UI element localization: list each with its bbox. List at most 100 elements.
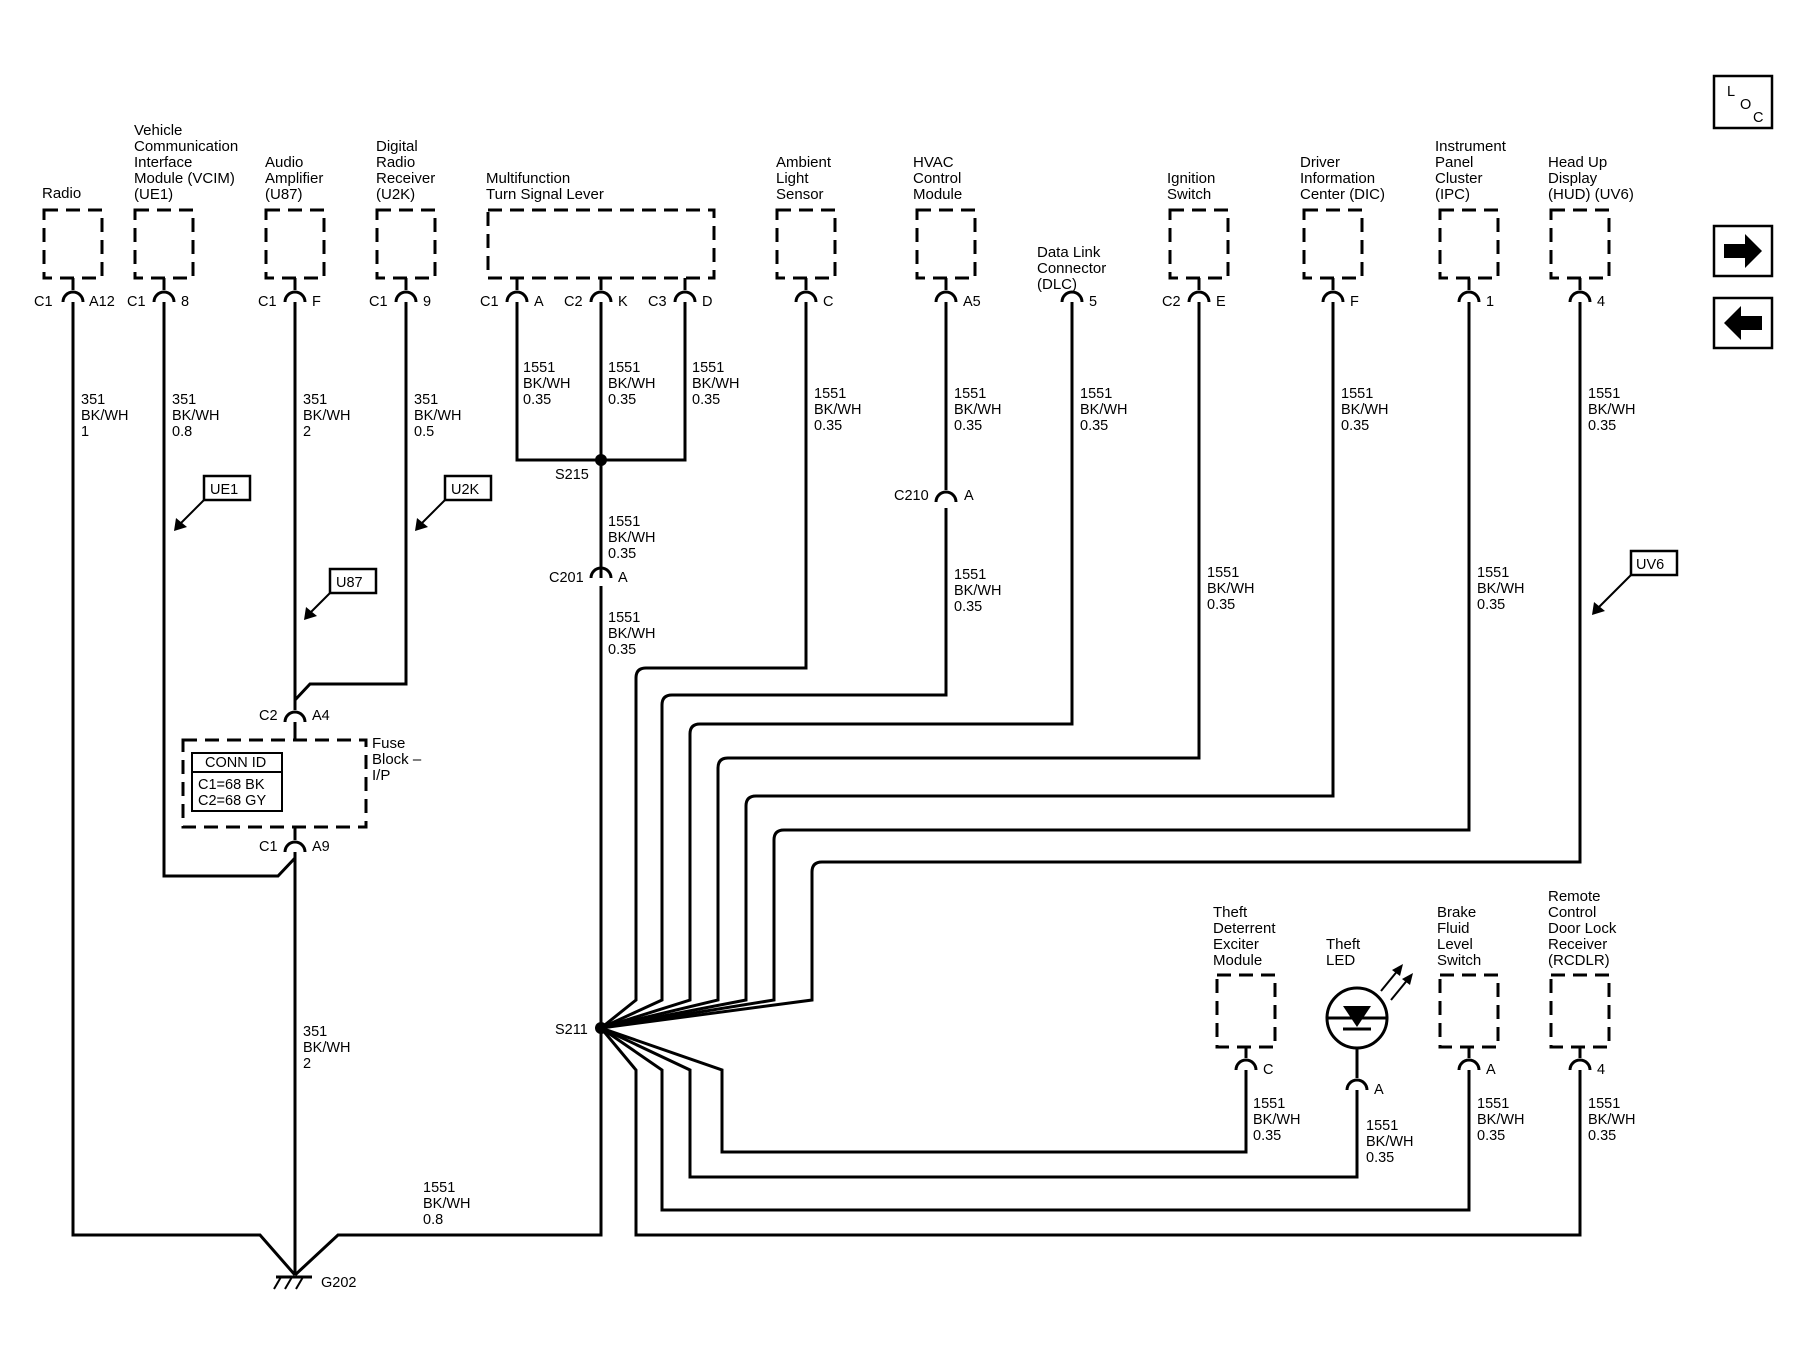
svg-text:C: C [1263, 1062, 1273, 1078]
connector-mtsl-c2: C2 K [564, 278, 628, 310]
component-hvac-control-module [915, 208, 977, 280]
label-theft-led: Theft LED [1326, 936, 1361, 969]
svg-text:C2: C2 [1162, 294, 1181, 310]
label-digital-radio-receiver: Digital Radio Receiver (U2K) [376, 138, 435, 203]
svg-text:C1: C1 [127, 294, 146, 310]
svg-text:LED: LED [1326, 952, 1355, 969]
svg-text:F: F [312, 294, 321, 310]
svg-text:Cluster: Cluster [1435, 170, 1483, 187]
label-driver-information-center: Driver Information Center (DIC) [1300, 154, 1385, 203]
wire-hvac-lower [600, 520, 948, 1030]
svg-text:0.8: 0.8 [172, 424, 192, 440]
svg-text:0.35: 0.35 [814, 418, 842, 434]
connector-c210: C210 A [894, 488, 974, 520]
component-fuse-block [181, 738, 368, 829]
component-vcim [133, 208, 195, 280]
svg-text:BK/WH: BK/WH [303, 1040, 351, 1056]
component-remote-control-door-lock-receiver [1549, 973, 1611, 1049]
svg-text:0.35: 0.35 [1588, 418, 1616, 434]
svg-text:1551: 1551 [814, 386, 846, 402]
svg-text:BK/WH: BK/WH [414, 408, 462, 424]
svg-text:Module (VCIM): Module (VCIM) [134, 170, 235, 187]
svg-text:Head Up: Head Up [1548, 154, 1607, 171]
svg-text:1551: 1551 [1477, 565, 1509, 581]
svg-text:0.8: 0.8 [423, 1212, 443, 1228]
loc-button[interactable]: L O C [1712, 74, 1774, 130]
svg-text:BK/WH: BK/WH [172, 408, 220, 424]
wire-label-s215-c201: 1551 BK/WH 0.35 [608, 514, 656, 562]
svg-text:1551: 1551 [692, 360, 724, 376]
svg-text:351: 351 [414, 392, 438, 408]
component-radio [42, 208, 104, 280]
label-fuse-block: Fuse Block – I/P [372, 735, 422, 784]
svg-text:BK/WH: BK/WH [1341, 402, 1389, 418]
label-brake-fluid-level-switch: Brake Fluid Level Switch [1437, 904, 1481, 969]
wire-ignition-switch [600, 302, 1201, 1030]
svg-text:C1=68 BK: C1=68 BK [198, 777, 265, 793]
svg-text:8: 8 [181, 294, 189, 310]
wire-label-digital-radio-receiver: 351 BK/WH 0.5 [414, 392, 462, 440]
svg-text:Panel: Panel [1435, 154, 1473, 171]
label-vcim: Vehicle Communication Interface Module (… [134, 122, 238, 203]
next-page-button[interactable] [1712, 224, 1774, 278]
svg-text:Display: Display [1548, 170, 1598, 187]
svg-text:(UE1): (UE1) [134, 186, 173, 203]
wire-label-ground-main: 351 BK/WH 2 [303, 1024, 351, 1072]
svg-text:BK/WH: BK/WH [1366, 1134, 1414, 1150]
svg-text:Center (DIC): Center (DIC) [1300, 186, 1385, 203]
svg-text:2: 2 [303, 1056, 311, 1072]
wire-digital-radio-receiver [293, 302, 408, 702]
wire-label-radio: 351 BK/WH 1 [81, 392, 129, 440]
svg-text:Level: Level [1437, 936, 1473, 953]
svg-text:(DLC): (DLC) [1037, 276, 1077, 293]
wire-label-ignition-switch: 1551 BK/WH 0.35 [1207, 565, 1255, 613]
wire-brake-fluid-level-switch [600, 1026, 1471, 1212]
svg-text:1551: 1551 [1253, 1096, 1285, 1112]
svg-text:C2: C2 [259, 708, 278, 724]
svg-text:BK/WH: BK/WH [608, 626, 656, 642]
svg-text:4: 4 [1597, 1062, 1605, 1078]
svg-text:Ignition: Ignition [1167, 170, 1215, 187]
connector-dlc: 5 [1060, 290, 1097, 310]
svg-text:D: D [702, 294, 712, 310]
svg-text:Module: Module [1213, 952, 1262, 969]
previous-page-button[interactable] [1712, 296, 1774, 350]
option-callout-uv6: UV6 [1592, 549, 1679, 615]
svg-text:Light: Light [776, 170, 809, 187]
label-ambient-light-sensor: Ambient Light Sensor [776, 154, 832, 203]
label-multifunction-turn-signal-lever: Multifunction Turn Signal Lever [486, 170, 604, 203]
wire-hud [600, 302, 1582, 1030]
svg-text:1551: 1551 [608, 514, 640, 530]
svg-text:G202: G202 [321, 1275, 356, 1291]
component-digital-radio-receiver [375, 208, 437, 280]
svg-text:E: E [1216, 294, 1226, 310]
component-ignition-switch [1168, 208, 1230, 280]
connector-ambient-light-sensor: C [794, 278, 833, 310]
svg-text:C3: C3 [648, 294, 667, 310]
component-brake-fluid-level-switch [1438, 973, 1500, 1049]
ground-symbol-g202: G202 [273, 1275, 356, 1291]
svg-text:0.35: 0.35 [608, 546, 636, 562]
svg-text:UV6: UV6 [1636, 557, 1664, 573]
connector-radio: C1 A12 [34, 278, 115, 310]
svg-text:BK/WH: BK/WH [608, 376, 656, 392]
svg-text:BK/WH: BK/WH [1080, 402, 1128, 418]
svg-text:C1: C1 [258, 294, 277, 310]
svg-text:Receiver: Receiver [1548, 936, 1607, 953]
svg-text:C2: C2 [564, 294, 583, 310]
svg-text:C201: C201 [549, 570, 584, 586]
svg-text:0.35: 0.35 [954, 418, 982, 434]
wire-dlc [600, 302, 1074, 1030]
component-instrument-panel-cluster [1438, 208, 1500, 280]
label-theft-deterrent-exciter-module: Theft Deterrent Exciter Module [1213, 904, 1276, 969]
svg-text:0.35: 0.35 [1080, 418, 1108, 434]
svg-text:351: 351 [172, 392, 196, 408]
svg-text:(U87): (U87) [265, 186, 303, 203]
svg-text:C1: C1 [259, 839, 278, 855]
svg-text:C1: C1 [480, 294, 499, 310]
wire-rcdlr [599, 1027, 1582, 1237]
svg-text:Multifunction: Multifunction [486, 170, 570, 187]
svg-text:0.35: 0.35 [1341, 418, 1369, 434]
svg-text:0.35: 0.35 [692, 392, 720, 408]
